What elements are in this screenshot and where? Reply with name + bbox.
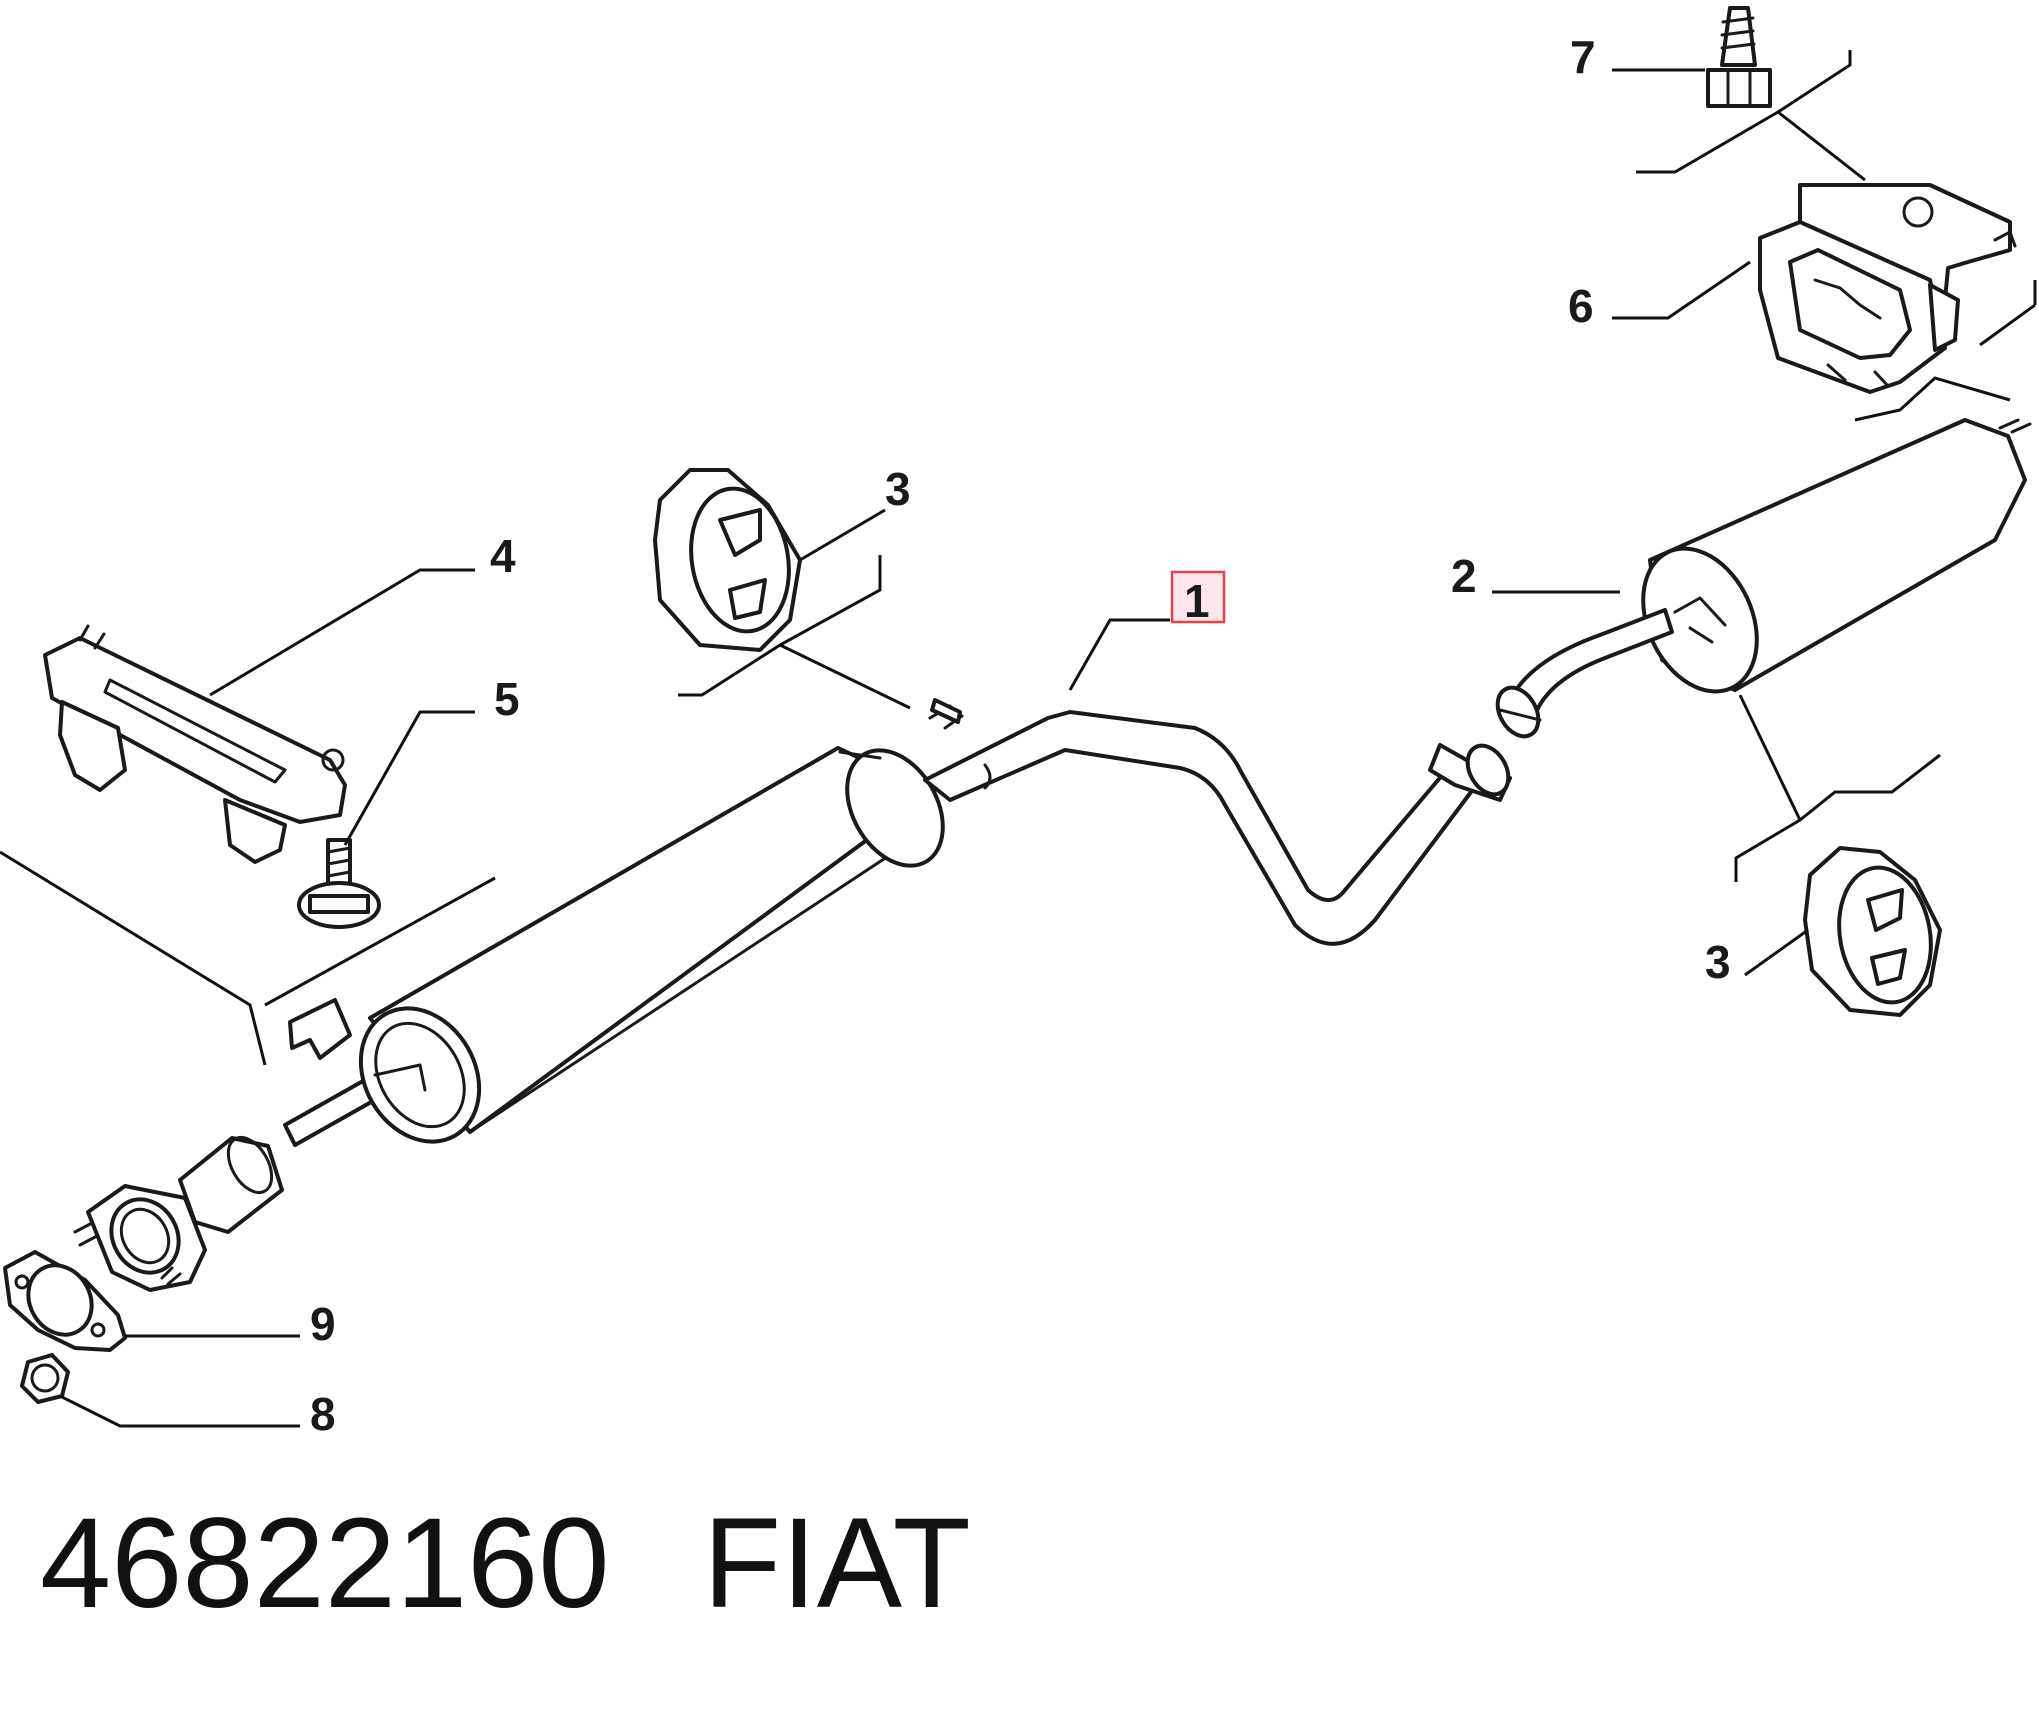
- bolt[interactable]: [297, 838, 381, 929]
- exhaust-pipe-assembly[interactable]: [73, 698, 1517, 1292]
- bracket[interactable]: [43, 624, 347, 864]
- callout-2[interactable]: 2: [1451, 550, 1477, 602]
- callout-6[interactable]: 6: [1568, 280, 1594, 332]
- callout-4[interactable]: 4: [490, 530, 516, 582]
- part-number: 46822160: [40, 1492, 610, 1635]
- callout-3-top[interactable]: 3: [885, 463, 911, 515]
- callout-7[interactable]: 7: [1570, 31, 1596, 83]
- callout-3-bottom[interactable]: 3: [1705, 936, 1731, 988]
- callout-labels: 1 2 3 3 4 5 6 7 8 9: [310, 31, 1731, 1440]
- callout-8[interactable]: 8: [310, 1388, 336, 1440]
- callout-5[interactable]: 5: [494, 673, 520, 725]
- leader-lines: [0, 50, 2037, 1428]
- screw[interactable]: [1706, 6, 1772, 108]
- rubber-mount-bottom[interactable]: [1803, 846, 1942, 1017]
- hanger-mount[interactable]: [1758, 183, 2017, 394]
- callout-1[interactable]: 1: [1184, 575, 1210, 627]
- gasket[interactable]: [3, 1250, 127, 1352]
- brand-name: FIAT: [703, 1492, 971, 1635]
- rubber-mount-top[interactable]: [653, 468, 802, 652]
- nut[interactable]: [20, 1353, 70, 1404]
- highlight-box: [1170, 570, 1226, 624]
- callout-9[interactable]: 9: [310, 1298, 336, 1350]
- rear-muffler[interactable]: [1489, 418, 2032, 744]
